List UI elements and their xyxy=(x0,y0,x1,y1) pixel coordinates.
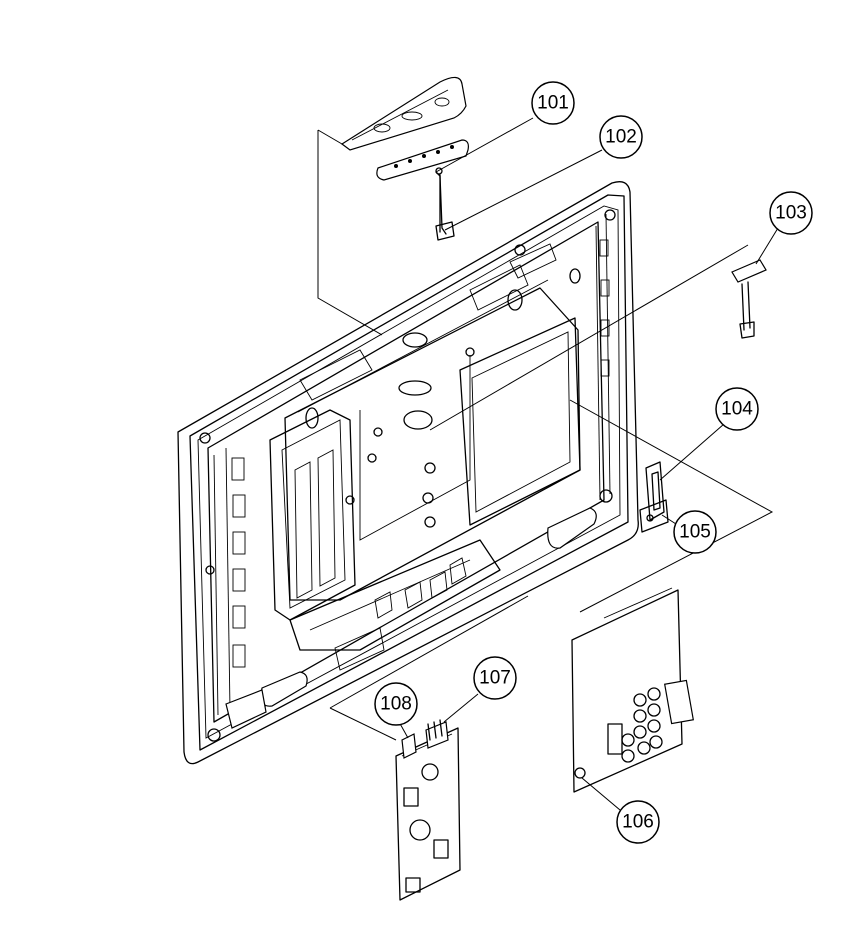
callout-105: 105 xyxy=(673,510,717,554)
callout-108: 108 xyxy=(374,682,418,726)
leader-103 xyxy=(755,227,779,265)
part-104-105-board xyxy=(569,399,774,613)
connector-array xyxy=(607,687,663,763)
leader-102 xyxy=(444,149,603,231)
svg-text:104: 104 xyxy=(721,399,753,420)
callout-104: 104 xyxy=(715,387,759,431)
svg-text:102: 102 xyxy=(605,127,637,148)
svg-text:106: 106 xyxy=(622,812,654,833)
leader-107 xyxy=(443,693,479,723)
left-vents xyxy=(231,457,246,668)
tv-rear-cabinet xyxy=(177,181,639,765)
svg-text:101: 101 xyxy=(537,93,569,114)
part-103-cable xyxy=(429,244,767,431)
callout-106: 106 xyxy=(616,800,660,844)
callout-101: 101 xyxy=(531,81,575,125)
right-vents xyxy=(599,239,610,377)
leader-105 xyxy=(661,514,677,525)
control-panel-assembly xyxy=(317,76,469,336)
part-106-board xyxy=(571,587,695,811)
svg-text:107: 107 xyxy=(479,668,511,689)
callout-102: 102 xyxy=(599,115,643,159)
svg-text:103: 103 xyxy=(775,203,807,224)
callout-107: 107 xyxy=(473,656,517,700)
part-101-102-cable xyxy=(435,167,455,241)
part-107-108-board xyxy=(329,595,529,901)
chassis-holes xyxy=(199,209,616,742)
leader-104 xyxy=(659,423,725,481)
leader-101 xyxy=(435,117,534,173)
svg-text:108: 108 xyxy=(380,694,412,715)
callout-103: 103 xyxy=(769,191,813,235)
svg-text:105: 105 xyxy=(679,522,711,543)
